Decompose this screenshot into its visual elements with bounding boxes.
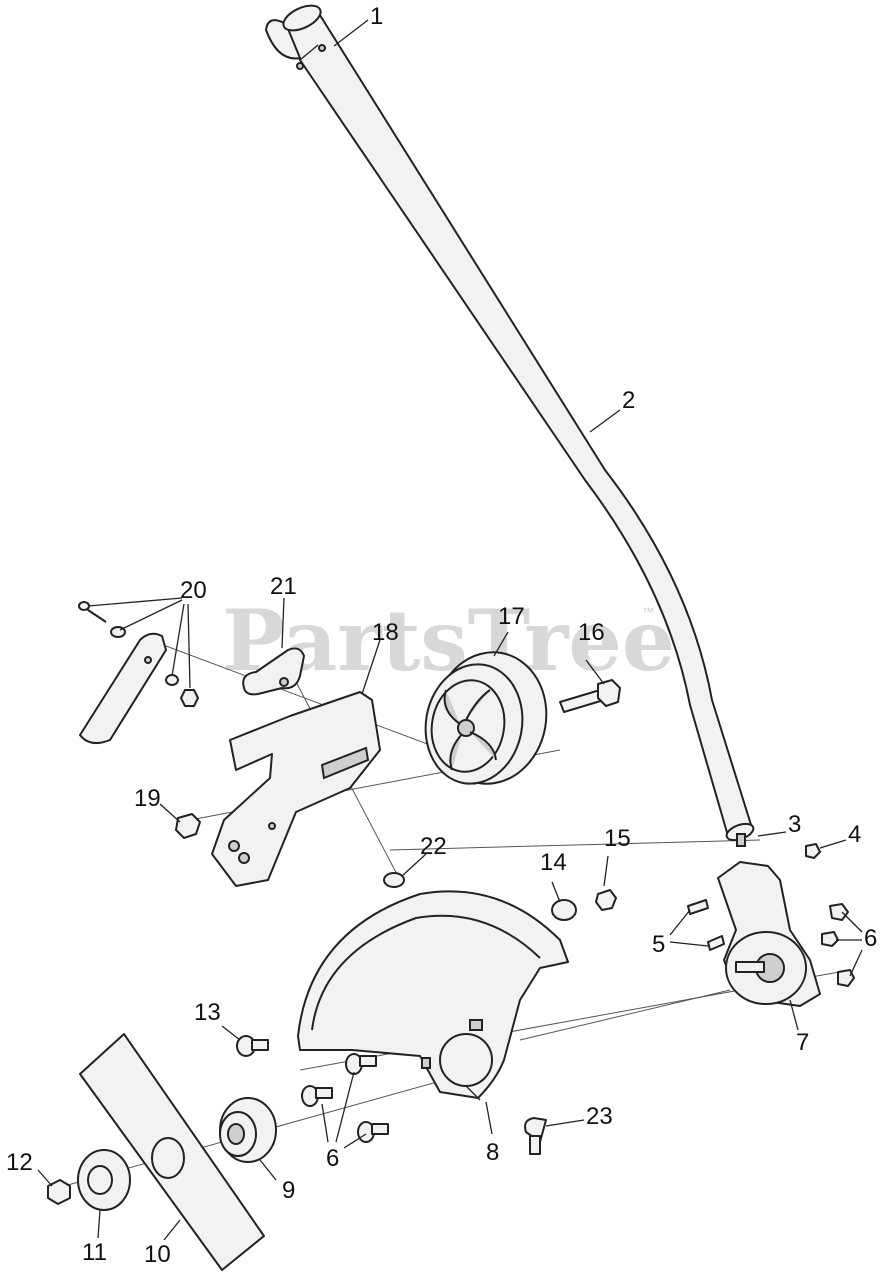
guard-screws <box>301 1053 389 1143</box>
callout-labels: 1 2 3 4 5 6 6 7 8 9 10 11 12 13 14 15 16… <box>6 3 877 1268</box>
bracket-nut <box>175 813 201 839</box>
blade-washer <box>77 1149 131 1211</box>
shaft-end <box>725 822 755 847</box>
blade-spacer <box>219 1097 277 1163</box>
callout-15: 15 <box>604 825 631 852</box>
wheel-washer <box>551 899 577 921</box>
callout-leaders <box>37 19 863 1241</box>
callout-6-left: 6 <box>326 1145 339 1172</box>
gearbox <box>717 861 821 1007</box>
callout-22: 22 <box>420 833 447 860</box>
wheel-nut <box>595 889 617 911</box>
guard-washer <box>383 872 405 888</box>
callout-6-right: 6 <box>864 925 877 952</box>
callout-10: 10 <box>144 1241 171 1268</box>
watermark-trademark: ™ <box>642 605 654 619</box>
callout-21: 21 <box>270 573 297 600</box>
callout-5: 5 <box>652 931 665 958</box>
callout-3: 3 <box>788 811 801 838</box>
callout-23: 23 <box>586 1103 613 1130</box>
callout-8: 8 <box>486 1139 499 1166</box>
blade-bolt <box>524 1117 547 1155</box>
callout-14: 14 <box>540 849 567 876</box>
callout-20: 20 <box>180 577 207 604</box>
wheel-axle-bolt <box>559 679 621 713</box>
callout-9: 9 <box>282 1177 295 1204</box>
blade-guard <box>297 890 569 1099</box>
guard-carriage-bolt <box>236 1035 269 1057</box>
callout-2: 2 <box>622 387 635 414</box>
guide-wheel <box>424 651 548 785</box>
callout-16: 16 <box>578 619 605 646</box>
callout-18: 18 <box>372 619 399 646</box>
gearbox-fasteners <box>687 843 855 987</box>
blade-nut <box>47 1179 71 1205</box>
shaft-hanger <box>265 4 326 70</box>
callout-4: 4 <box>848 821 861 848</box>
callout-11: 11 <box>82 1239 107 1266</box>
callout-12: 12 <box>6 1149 33 1176</box>
guard-plate <box>78 601 199 745</box>
callout-13: 13 <box>194 999 221 1026</box>
adjust-knob <box>242 647 305 696</box>
guard-bracket <box>211 691 381 887</box>
callout-17: 17 <box>498 603 525 630</box>
blade-center-hole <box>151 1137 185 1179</box>
callout-19: 19 <box>134 785 161 812</box>
callout-1: 1 <box>370 3 383 30</box>
callout-7: 7 <box>796 1029 809 1056</box>
